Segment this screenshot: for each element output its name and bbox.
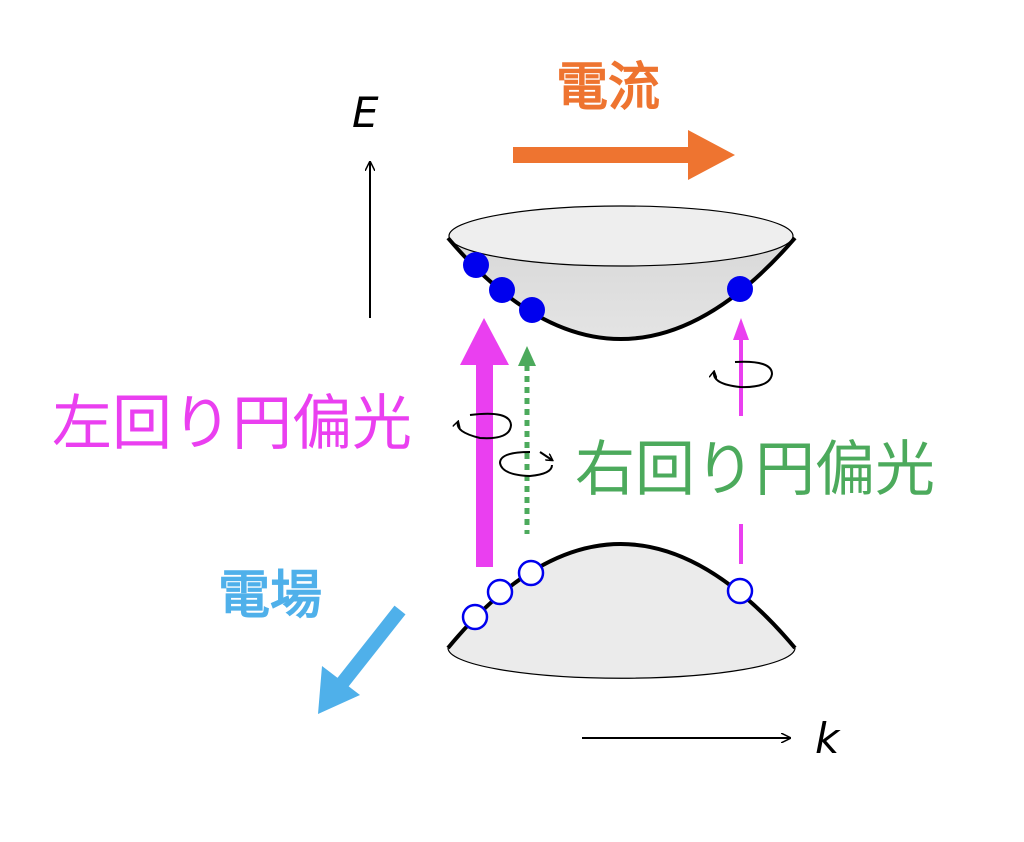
- right-circular-label: 右回り円偏光: [575, 435, 935, 505]
- counterclockwise-rotation-icon: [458, 412, 513, 440]
- clockwise-rotation-icon: [498, 451, 552, 478]
- electric-field-label: 電場: [218, 566, 323, 626]
- excited-electrons: [463, 252, 753, 323]
- holes: [461, 559, 754, 631]
- conduction-band: [446, 205, 797, 341]
- electric-field-arrow: [318, 605, 406, 714]
- k-right-transition-arrow: [733, 318, 749, 564]
- left-circular-transition-arrow: [460, 318, 509, 567]
- momentum-axis-label: k: [815, 714, 840, 763]
- left-circular-label: 左回り円偏光: [52, 389, 412, 459]
- valence-band: [446, 542, 797, 679]
- energy-axis-label: E: [352, 88, 379, 137]
- right-circular-transition-arrow: [518, 346, 536, 534]
- counterclockwise-rotation-icon-right: [714, 360, 774, 389]
- current-arrow: [513, 130, 735, 180]
- current-label: 電流: [556, 58, 661, 118]
